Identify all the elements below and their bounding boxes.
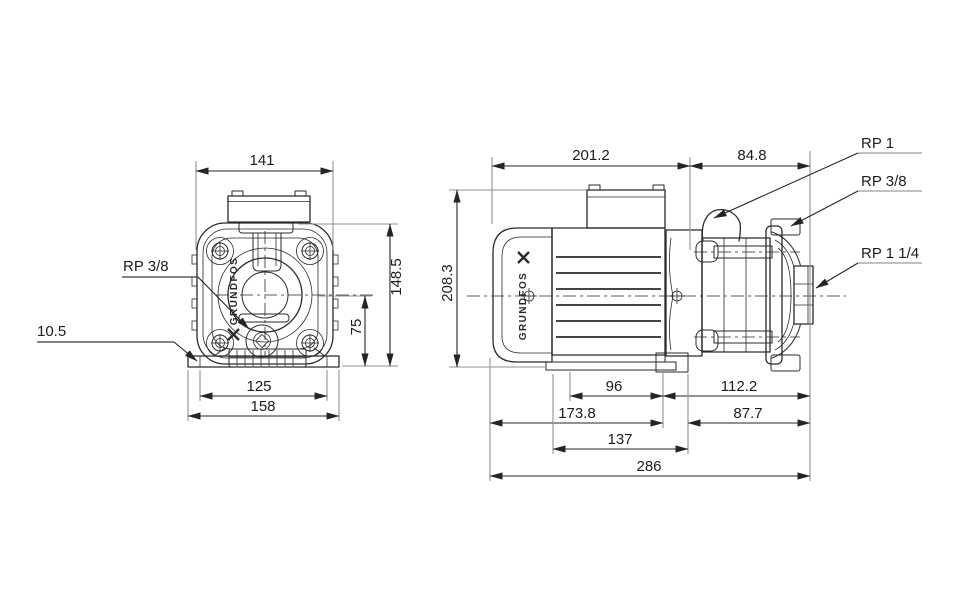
- grundfos-logo-text: GRUNDFOS: [229, 257, 240, 325]
- front-view: GRUNDFOS: [187, 190, 374, 368]
- bracket-center-mark: [669, 288, 685, 304]
- motor-body: [551, 227, 666, 356]
- dim-side-112-2: 112.2: [662, 378, 811, 400]
- corner-screw: [206, 237, 234, 265]
- motor-fan-cover: [492, 227, 553, 363]
- grundfos-logo-text: GRUNDFOS: [518, 272, 529, 340]
- callout-label-rp114: RP 1 1/4: [861, 245, 919, 262]
- centerlines-front: [216, 231, 374, 356]
- dim-side-motor-length: 201.2: [491, 147, 691, 250]
- callout-front-foot-height: 10.5: [37, 323, 198, 362]
- dim-label-87-7: 87.7: [733, 405, 762, 422]
- dim-front-width: 141: [195, 152, 334, 250]
- grundfos-logo-mark: [517, 251, 530, 264]
- dim-label-141: 141: [249, 152, 274, 169]
- dim-side-137: 137: [552, 374, 689, 454]
- mounting-feet-front: [187, 347, 340, 368]
- dim-label-208-3: 208.3: [439, 264, 456, 302]
- grundfos-branding-side: GRUNDFOS: [517, 251, 530, 340]
- drain-plug-front: [238, 313, 290, 358]
- dim-side-87-7: 87.7: [687, 374, 811, 454]
- callout-label-rp1: RP 1: [861, 135, 894, 152]
- dim-label-173-8: 173.8: [558, 405, 596, 422]
- dim-side-height-overall: 208.3: [439, 189, 586, 368]
- dim-label-158: 158: [250, 398, 275, 415]
- corner-screw: [296, 237, 324, 265]
- callout-side-inlet-port: RP 1: [713, 135, 922, 219]
- dim-label-125: 125: [246, 378, 271, 395]
- shaft-center-mark: [521, 288, 537, 304]
- dim-label-96: 96: [606, 378, 623, 395]
- terminal-box-front: [227, 190, 311, 223]
- outlet-port: [793, 265, 814, 325]
- dim-label-201-2: 201.2: [572, 147, 610, 164]
- drive-end-bracket: [665, 229, 719, 357]
- callout-label-rp38-side: RP 3/8: [861, 173, 907, 190]
- grundfos-branding-front: GRUNDFOS: [227, 257, 240, 341]
- dim-side-286: 286: [489, 458, 811, 480]
- dim-label-148-5: 148.5: [388, 258, 405, 296]
- callout-label-10-5: 10.5: [37, 323, 66, 340]
- dim-label-137: 137: [607, 431, 632, 448]
- dimensions-side: 201.2 84.8 208.3 96 112.2 173.8: [439, 135, 922, 481]
- callout-side-outlet-port: RP 1 1/4: [815, 245, 922, 289]
- centerlines-side: [467, 251, 846, 338]
- dim-label-286: 286: [636, 458, 661, 475]
- callout-label-rp38-front: RP 3/8: [123, 258, 169, 275]
- motor-base: [545, 352, 689, 373]
- dim-side-head-length: 84.8: [689, 147, 811, 481]
- callout-front-drain-port: RP 3/8: [122, 258, 250, 330]
- dim-front-height-overall: 148.5: [298, 223, 405, 367]
- dimensions-front: 141 148.5 75 125 158 10.5: [37, 152, 405, 421]
- dim-front-foot-holes: 125: [199, 370, 328, 401]
- pump-inlet-contour: [701, 208, 742, 242]
- callout-side-vent-port: RP 3/8: [790, 173, 922, 227]
- dim-label-75: 75: [348, 319, 365, 336]
- dim-front-base-width: 158: [187, 370, 340, 421]
- terminal-box-side: [586, 184, 666, 229]
- dim-label-84-8: 84.8: [737, 147, 766, 164]
- dim-side-96: 96: [569, 372, 664, 428]
- grundfos-logo-mark: [227, 328, 240, 341]
- dim-side-173-8: 173.8: [489, 358, 664, 481]
- side-view: GRUNDFOS: [467, 184, 846, 373]
- dim-front-height-center: 75: [318, 295, 372, 367]
- pump-stage-sleeve: [701, 237, 773, 353]
- dim-label-112-2: 112.2: [721, 378, 757, 395]
